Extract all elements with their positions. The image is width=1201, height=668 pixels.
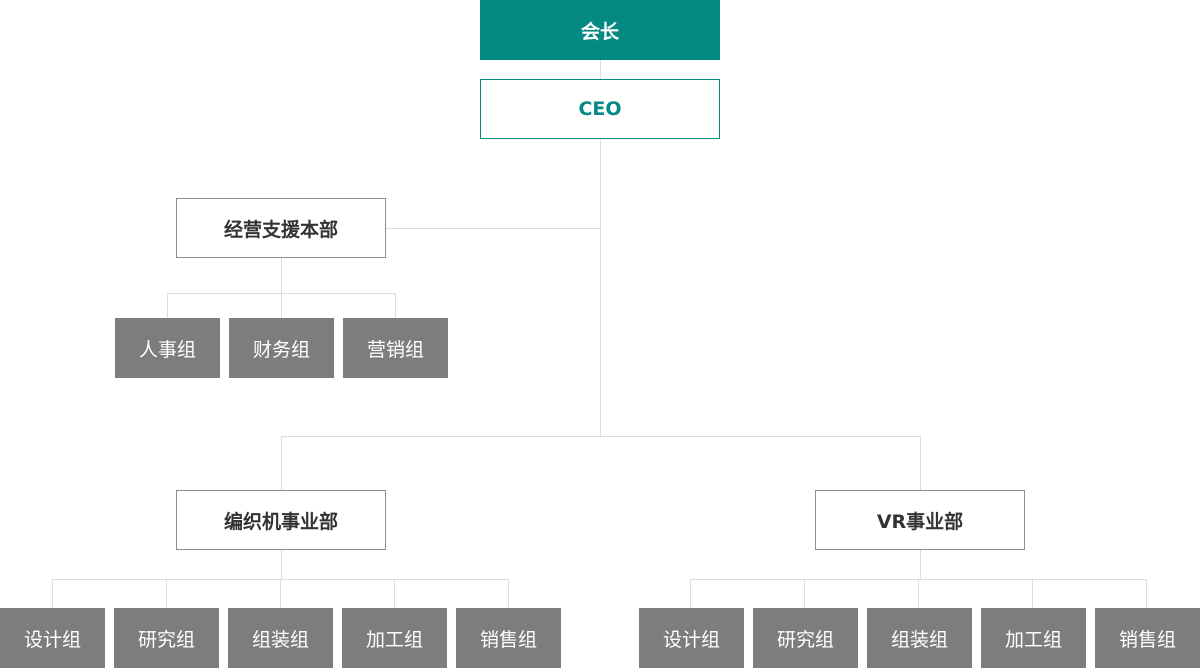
connector-vr-team-2 — [804, 579, 805, 608]
support-division-node: 经营支援本部 — [176, 198, 386, 258]
knitting-team-research: 研究组 — [114, 608, 219, 668]
connector-trunk-support — [385, 228, 601, 229]
connector-knitting-team-1 — [52, 579, 53, 608]
knitting-team-sales: 销售组 — [456, 608, 561, 668]
connector-vr-down — [920, 549, 921, 580]
knitting-team-design: 设计组 — [0, 608, 105, 668]
connector-vr-team-4 — [1032, 579, 1033, 608]
connector-ceo-trunk — [600, 138, 601, 437]
vr-team-processing: 加工组 — [981, 608, 1086, 668]
vr-team-sales: 销售组 — [1095, 608, 1200, 668]
connector-support-team-3 — [395, 293, 396, 318]
connector-chairman-ceo — [600, 60, 601, 80]
connector-knitting-down — [281, 549, 282, 580]
chairman-node: 会长 — [480, 0, 720, 60]
knitting-team-processing: 加工组 — [342, 608, 447, 668]
connector-knitting-up — [281, 436, 282, 490]
connector-vr-team-5 — [1146, 579, 1147, 608]
connector-vr-team-3 — [918, 579, 919, 608]
connector-support-team-2 — [281, 293, 282, 318]
connector-support-down — [281, 257, 282, 294]
vr-team-assembly: 组装组 — [867, 608, 972, 668]
vr-division-node: VR事业部 — [815, 490, 1025, 550]
connector-support-team-1 — [167, 293, 168, 318]
connector-knitting-team-5 — [508, 579, 509, 608]
connector-knitting-team-3 — [280, 579, 281, 608]
support-team-finance: 财务组 — [229, 318, 334, 378]
knitting-division-node: 编织机事业部 — [176, 490, 386, 550]
connector-vr-up — [920, 436, 921, 490]
vr-team-research: 研究组 — [753, 608, 858, 668]
connector-vr-team-1 — [690, 579, 691, 608]
connector-knitting-team-2 — [166, 579, 167, 608]
connector-divisions-h — [281, 436, 921, 437]
ceo-node: CEO — [480, 79, 720, 139]
vr-team-design: 设计组 — [639, 608, 744, 668]
support-team-marketing: 营销组 — [343, 318, 448, 378]
support-team-hr: 人事组 — [115, 318, 220, 378]
connector-knitting-team-4 — [394, 579, 395, 608]
knitting-team-assembly: 组装组 — [228, 608, 333, 668]
